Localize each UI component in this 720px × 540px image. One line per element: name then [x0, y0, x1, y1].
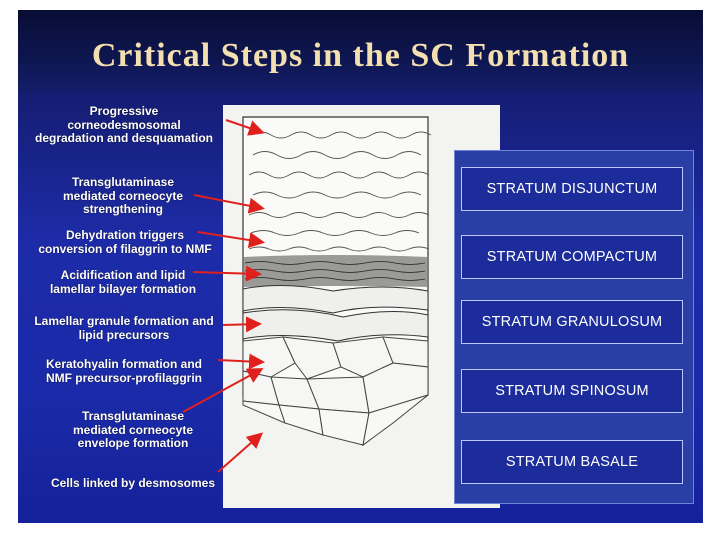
arrow-lamellar-granule	[223, 324, 258, 325]
arrow-acidification	[193, 272, 258, 274]
arrow-dehydration	[198, 232, 261, 242]
arrow-envelope-formation	[183, 370, 260, 412]
arrow-desquamation	[226, 120, 261, 132]
arrows-layer	[18, 10, 703, 523]
arrow-desmosomes	[218, 435, 260, 472]
arrow-corneocyte-strengthening	[194, 195, 261, 208]
arrow-keratohyalin	[218, 360, 261, 362]
slide: Critical Steps in the SC Formation Progr…	[18, 10, 703, 523]
